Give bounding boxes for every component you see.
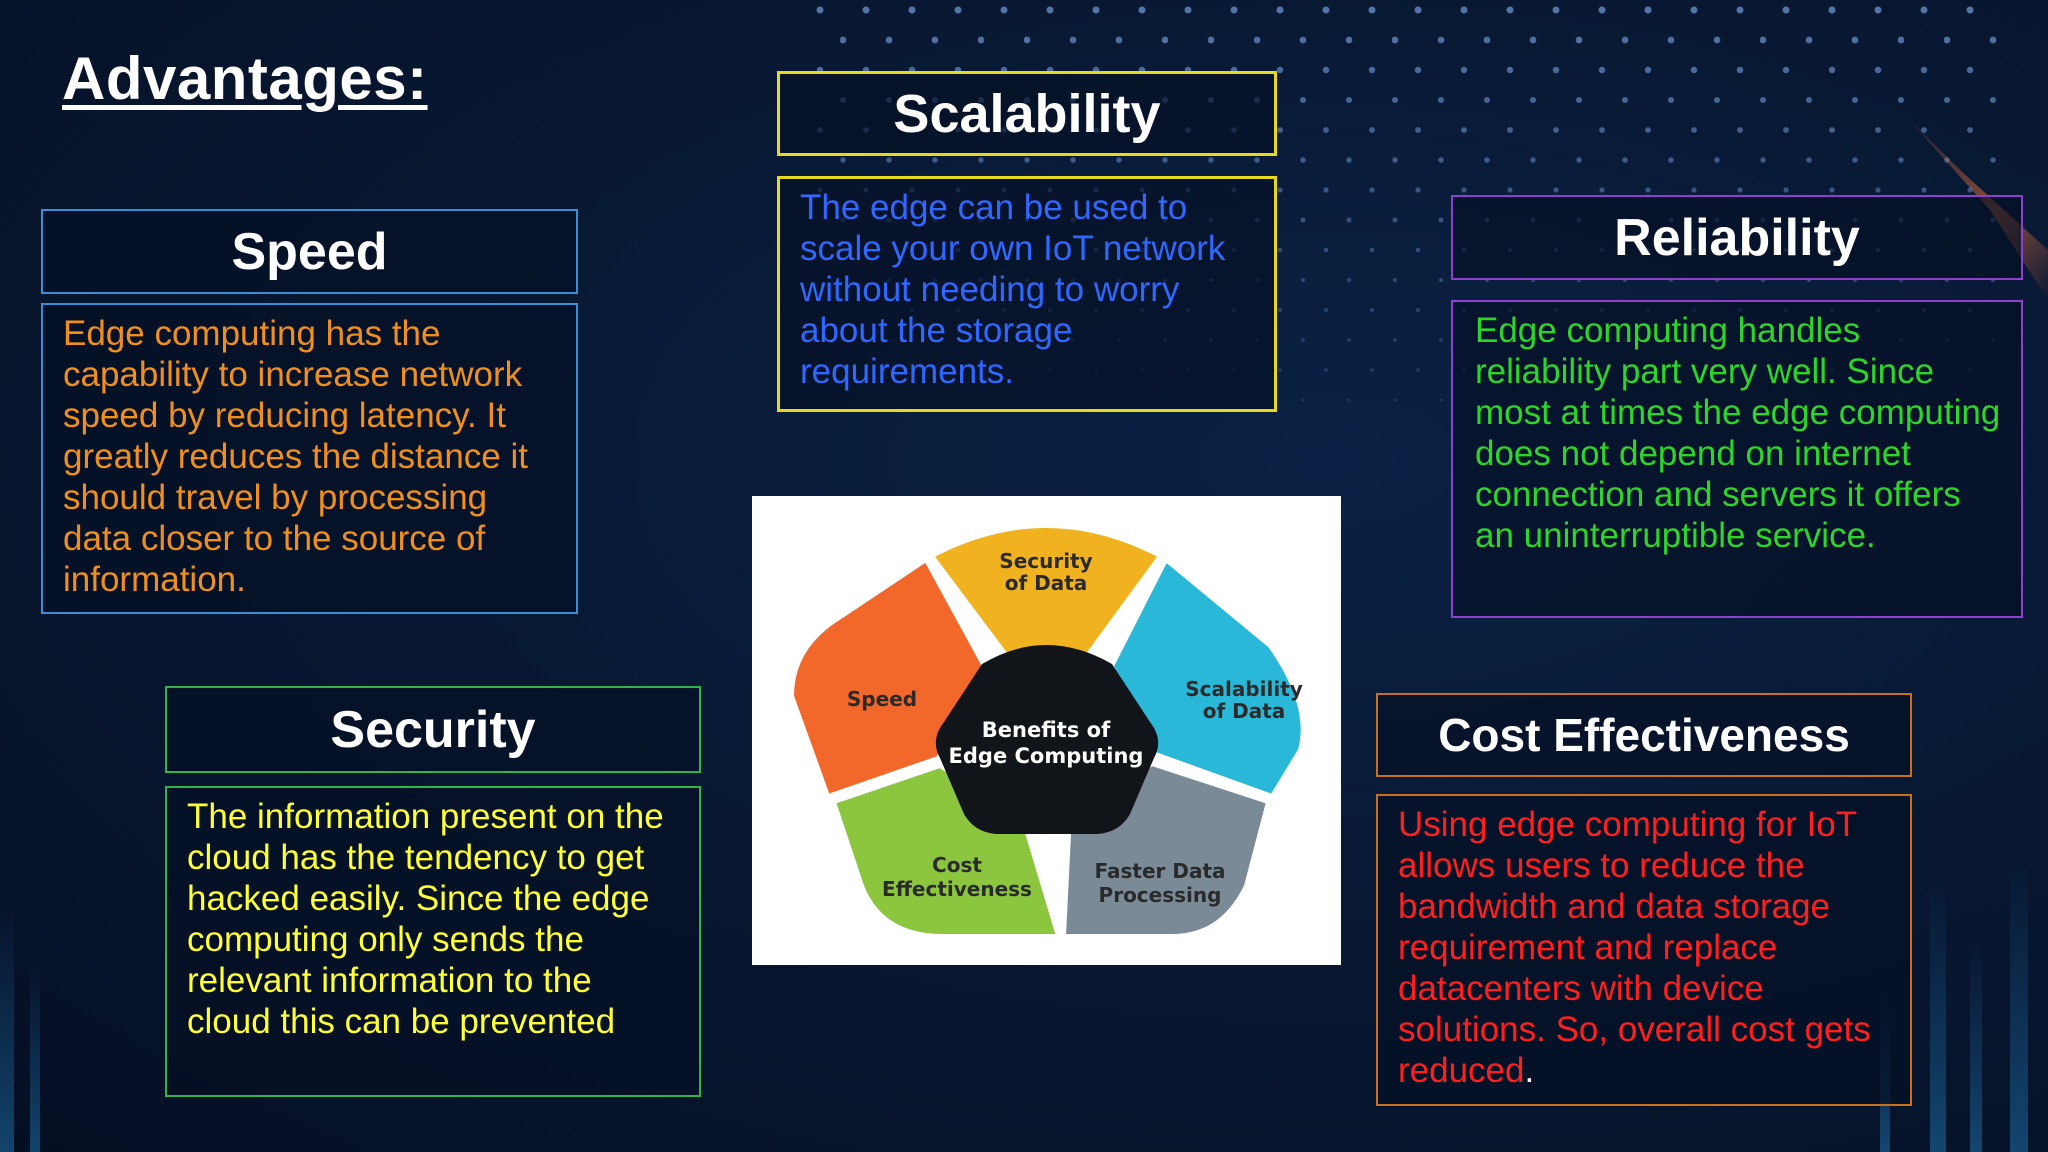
security-description-box: The information present on the cloud has… <box>165 786 701 1097</box>
speed-description: Edge computing has the capability to inc… <box>63 314 528 599</box>
reliability-heading-box: Reliability <box>1451 195 2023 280</box>
cost-description: Using edge computing for IoT allows user… <box>1398 805 1871 1090</box>
speed-heading: Speed <box>231 222 388 281</box>
diagram-center-line1: Benefits of <box>982 718 1111 742</box>
segment-speed <box>789 557 987 799</box>
scalability-heading: Scalability <box>893 83 1161 144</box>
segment-label-security-of-data: Security <box>999 549 1092 573</box>
speed-heading-box: Speed <box>41 209 578 294</box>
segment-sublabel-scalability-of-data: of Data <box>1203 699 1286 723</box>
cost-heading-box: Cost Effectiveness <box>1376 693 1912 777</box>
scalability-description-box: The edge can be used to scale your own I… <box>777 176 1277 412</box>
reliability-heading: Reliability <box>1614 208 1860 267</box>
cost-description-box: Using edge computing for IoT allows user… <box>1376 794 1912 1106</box>
segment-label-scalability-of-data: Scalability <box>1185 677 1303 701</box>
segment-sublabel-security-of-data: of Data <box>1005 571 1088 595</box>
segment-label-faster-data-processing: Faster Data <box>1095 859 1226 883</box>
cost-trailing-period: . <box>1524 1051 1535 1090</box>
security-description: The information present on the cloud has… <box>187 797 664 1041</box>
cost-heading: Cost Effectiveness <box>1438 709 1850 761</box>
segment-sublabel-cost-effectiveness: Effectiveness <box>882 877 1032 901</box>
segment-scalability-of-data <box>1109 556 1305 799</box>
diagram-center-line2: Edge Computing <box>949 744 1144 768</box>
scalability-description: The edge can be used to scale your own I… <box>800 188 1226 391</box>
reliability-description-box: Edge computing handles reliability part … <box>1451 300 2023 618</box>
scalability-heading-box: Scalability <box>777 71 1277 156</box>
security-heading: Security <box>330 700 536 759</box>
page-title: Advantages: <box>62 45 428 112</box>
segment-label-cost-effectiveness: Cost <box>932 853 982 877</box>
segment-sublabel-faster-data-processing: Processing <box>1099 883 1222 907</box>
reliability-description: Edge computing handles reliability part … <box>1475 311 2001 555</box>
security-heading-box: Security <box>165 686 701 773</box>
segment-label-speed: Speed <box>847 687 917 711</box>
segment-security-of-data <box>928 524 1163 678</box>
diagram-center <box>935 645 1159 834</box>
speed-description-box: Edge computing has the capability to inc… <box>41 303 578 614</box>
